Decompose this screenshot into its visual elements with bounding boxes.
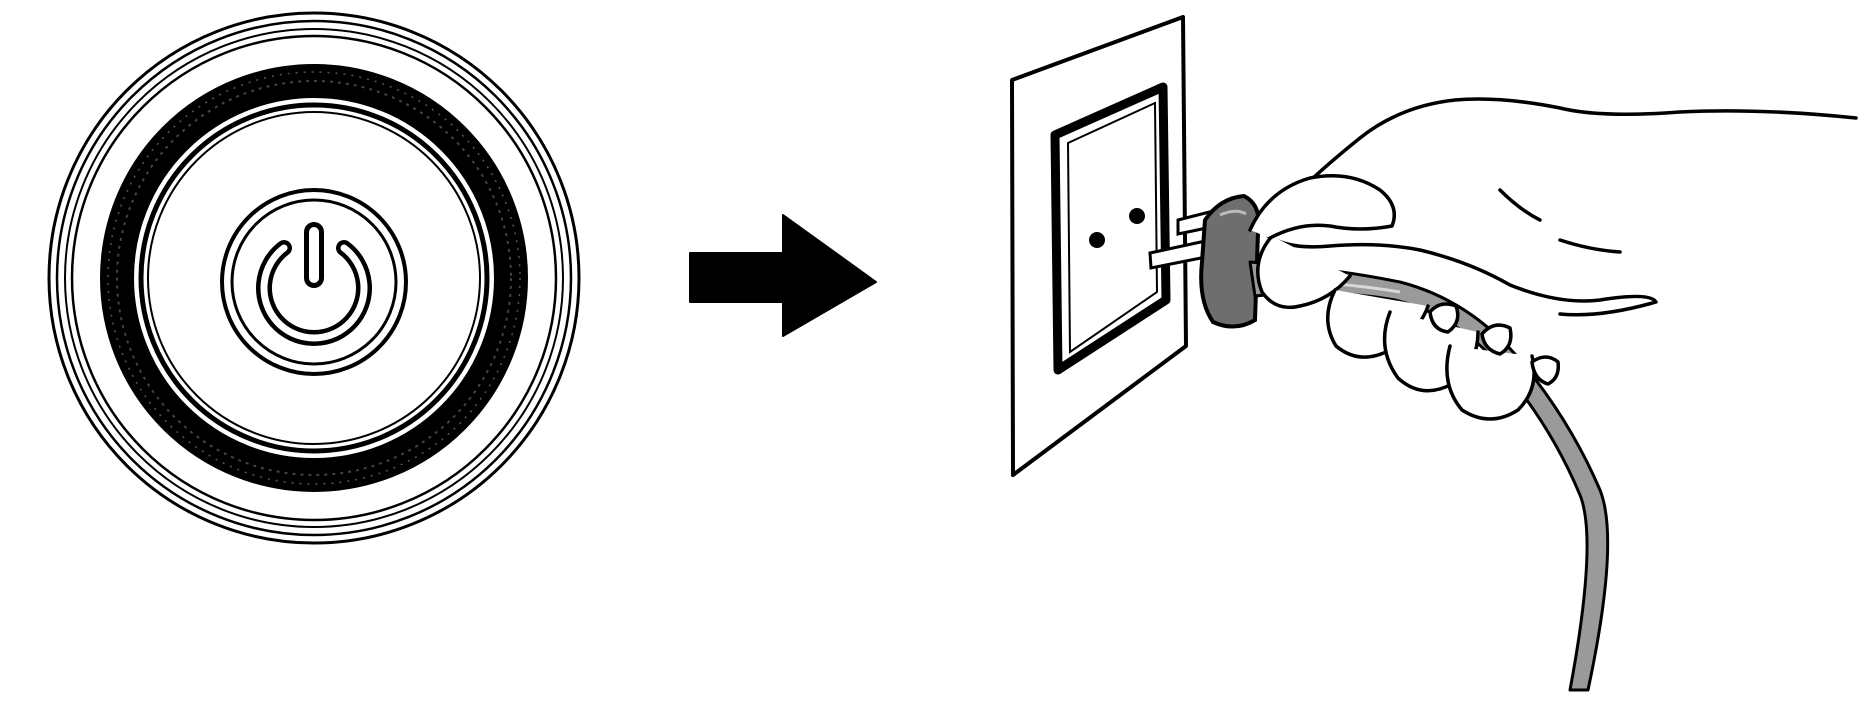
wall-socket-icon (1012, 17, 1186, 475)
hand-icon (1250, 99, 1856, 419)
power-symbol-icon (222, 190, 406, 374)
power-button-icon (49, 13, 579, 543)
unplug-from-wall-socket-icon (1012, 17, 1856, 690)
right-arrow-icon (690, 215, 876, 336)
